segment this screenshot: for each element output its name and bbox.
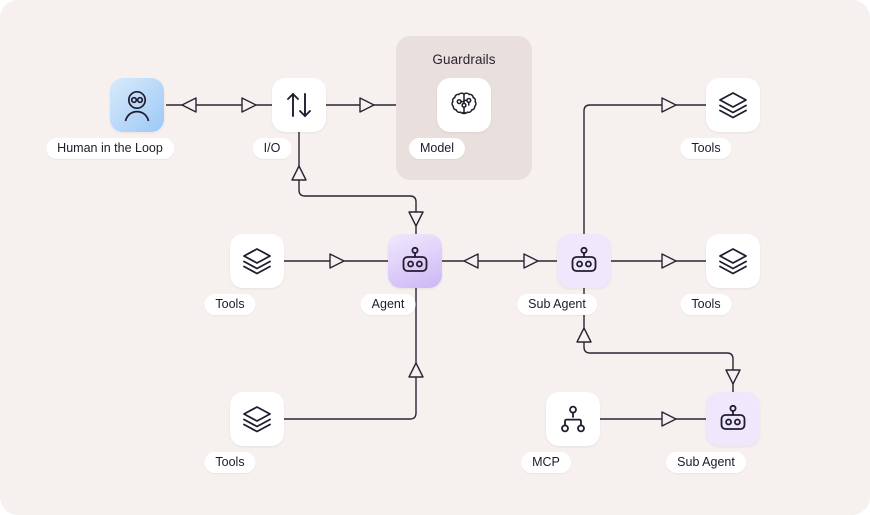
node-tools-right-label: Tools <box>680 294 732 315</box>
node-tools-left-box[interactable] <box>230 234 284 288</box>
arrow-io-to-human <box>181 97 197 113</box>
node-tools-top-right-box[interactable] <box>706 78 760 132</box>
arrow-io-to-model <box>359 97 375 113</box>
group-guardrails-title: Guardrails <box>432 52 496 67</box>
edge-subagent2-subagent <box>583 288 734 392</box>
layers-icon <box>719 248 747 275</box>
arrow-subagent-to-toolsR <box>661 253 677 269</box>
robot-icon <box>720 404 746 430</box>
arrow-subagent2-to-subagent <box>576 327 592 343</box>
layers-icon <box>719 92 747 119</box>
person-glasses-icon <box>124 90 150 122</box>
robot-icon <box>571 246 597 272</box>
arrow-subagent-to-agent <box>463 253 479 269</box>
node-tools-right-box[interactable] <box>706 234 760 288</box>
node-sub-agent-label: Sub Agent <box>517 294 597 315</box>
node-sub-agent-2-label: Sub Agent <box>666 452 746 473</box>
robot-icon <box>402 246 428 272</box>
node-tools-bottom-left-label: Tools <box>204 452 256 473</box>
node-agent-box[interactable] <box>388 234 442 288</box>
arrow-agent-to-subagent <box>523 253 539 269</box>
node-model-box[interactable] <box>437 78 491 132</box>
node-tools-top-right-label: Tools <box>680 138 732 159</box>
node-mcp-label: MCP <box>521 452 571 473</box>
edge-subagent-toolsTR <box>583 104 706 234</box>
arrow-agent-to-io <box>291 165 307 181</box>
arrow-mcp-to-subagent2 <box>661 411 677 427</box>
node-model-label: Model <box>408 138 466 159</box>
arrow-human-to-io <box>241 97 257 113</box>
arrow-toolsBL-to-agent <box>408 362 424 378</box>
arrow-subagent-to-toolsTR <box>661 97 677 113</box>
node-io-box[interactable] <box>272 78 326 132</box>
node-io-label: I/O <box>252 138 292 159</box>
node-sub-agent-2-box[interactable] <box>706 392 760 446</box>
node-mcp-box[interactable] <box>546 392 600 446</box>
node-tools-bottom-left-box[interactable] <box>230 392 284 446</box>
layers-icon <box>243 406 271 433</box>
arrows-up-down-icon <box>287 93 311 117</box>
hierarchy-icon <box>561 405 585 433</box>
arrow-toolsL-to-agent <box>329 253 345 269</box>
node-human-in-the-loop-label: Human in the Loop <box>46 138 174 159</box>
edge-agent-io-line <box>298 132 417 234</box>
layers-icon <box>243 248 271 275</box>
node-human-in-the-loop-box[interactable] <box>110 78 164 132</box>
brain-circuit-icon <box>451 92 477 115</box>
node-sub-agent-box[interactable] <box>557 234 611 288</box>
node-tools-left-label: Tools <box>204 294 256 315</box>
arrow-io-to-agent <box>408 211 424 227</box>
edge-toolsBL-agent <box>284 288 417 420</box>
node-agent-label: Agent <box>360 294 416 315</box>
arrow-subagent-to-subagent2 <box>725 369 741 385</box>
